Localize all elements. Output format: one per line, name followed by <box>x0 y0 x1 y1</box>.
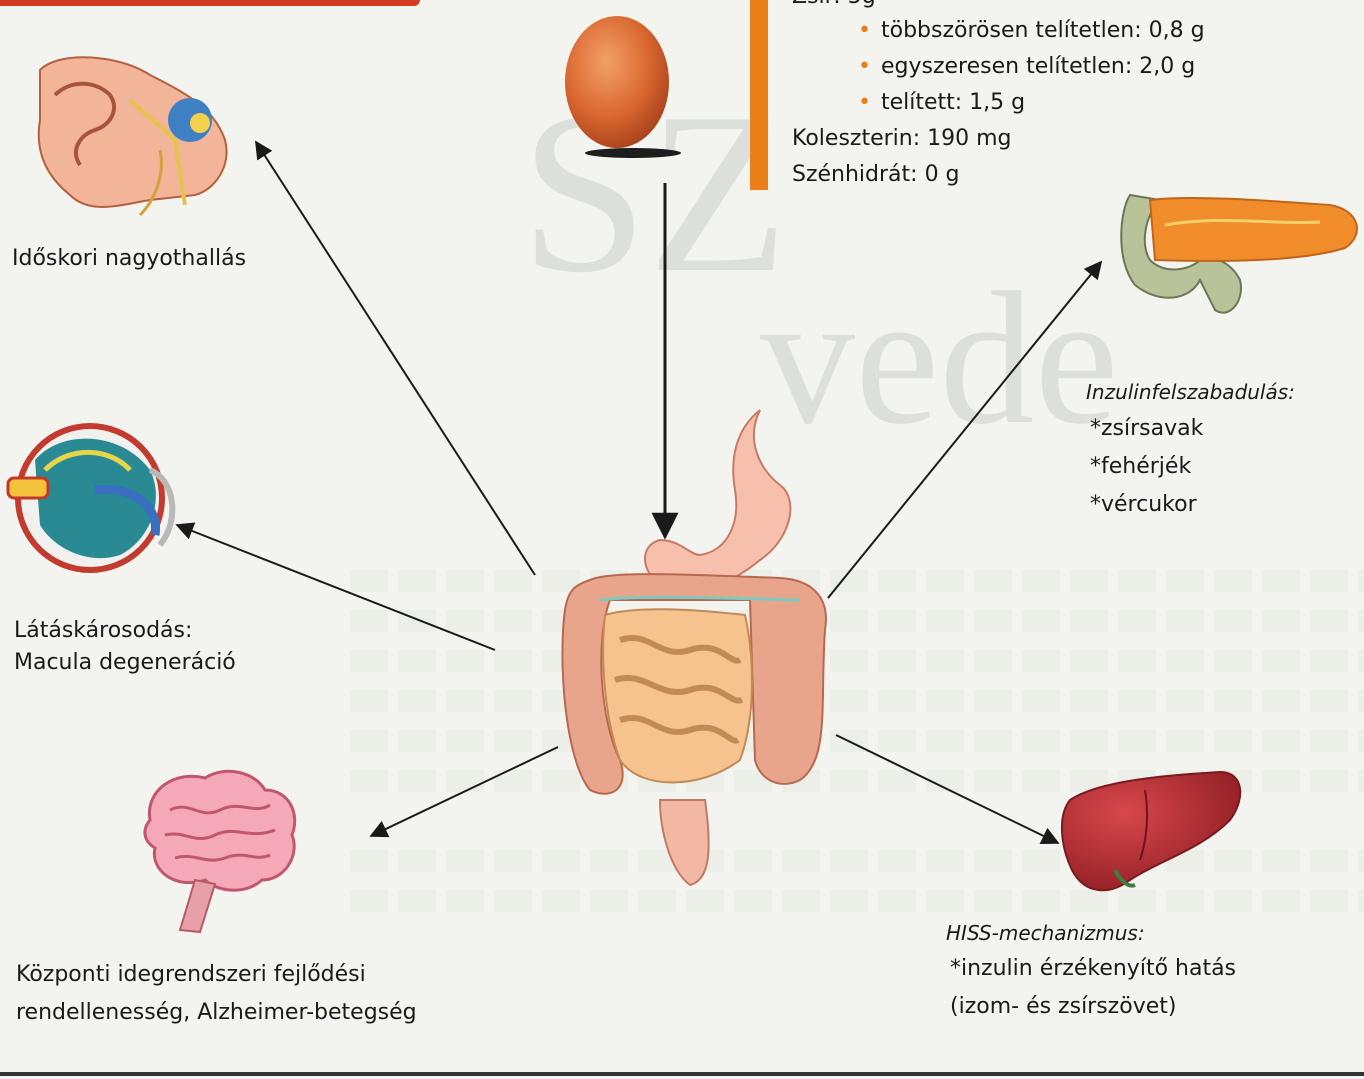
brain-icon <box>145 771 295 932</box>
intestines-icon <box>562 410 826 885</box>
hiss-item-tissues: (izom- és zsírszövet) <box>950 990 1176 1024</box>
pancreas-icon <box>1121 195 1357 313</box>
brain-label-line2: rendellenesség, Alzheimer-betegség <box>16 996 417 1030</box>
bottom-rule <box>0 1072 1364 1076</box>
insulin-item-proteins: *fehérjék <box>1090 450 1191 484</box>
ear-icon <box>39 57 227 215</box>
insulin-item-fatty-acids: *zsírsavak <box>1090 412 1203 446</box>
hiss-item-sensitizing: *inzulin érzékenyítő hatás <box>950 952 1236 986</box>
vision-label-line1: Látáskárosodás: <box>14 614 192 648</box>
hiss-title: HISS-mechanizmus: <box>946 916 1145 950</box>
eye-icon <box>8 426 172 570</box>
hearing-label: Időskori nagyothallás <box>12 242 246 276</box>
arrow-to-brain <box>371 747 558 836</box>
arrow-to-pancreas <box>828 262 1101 598</box>
arrow-to-liver <box>836 735 1058 843</box>
egg-icon <box>565 16 681 158</box>
insulin-item-blood-sugar: *vércukor <box>1090 488 1197 522</box>
vision-label-line2: Macula degeneráció <box>14 646 236 680</box>
arrow-to-eye <box>177 525 495 650</box>
arrow-to-ear <box>256 142 535 575</box>
liver-icon <box>1062 772 1240 890</box>
brain-label-line1: Központi idegrendszeri fejlődési <box>16 958 366 992</box>
insulin-title: Inzulinfelszabadulás: <box>1086 375 1295 409</box>
